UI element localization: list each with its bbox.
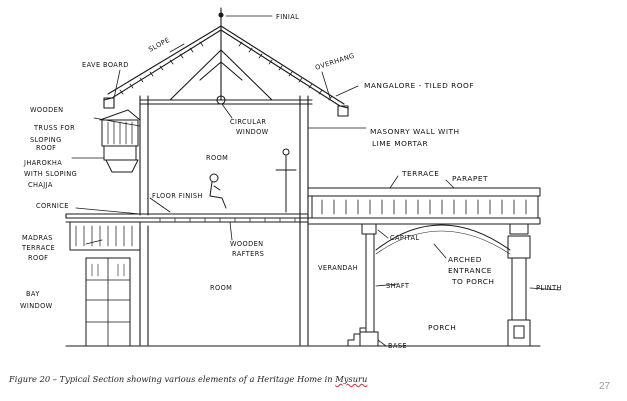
page-number: 27: [599, 381, 611, 392]
label-room-lower: ROOM: [210, 284, 232, 292]
figures-and-fixtures: [209, 148, 297, 213]
label-overhang: OVERHANG: [314, 52, 356, 72]
label-slope: SLOPE: [147, 36, 171, 54]
label-finial: FINIAL: [276, 13, 299, 21]
verandah-columns: [347, 223, 531, 347]
label-bay-window-1: BAY: [26, 290, 40, 298]
label-arched-entrance-3: TO PORCH: [451, 277, 494, 286]
label-wooden-rafters-1: WOODEN: [230, 240, 263, 248]
label-jharokha-3: CHAJJA: [28, 181, 53, 189]
label-wooden-truss-1: WOODEN: [30, 106, 63, 114]
label-parapet: PARAPET: [452, 174, 488, 183]
label-porch: PORCH: [428, 323, 456, 332]
madras-terrace-and-bay-window: [69, 221, 141, 347]
label-wooden-rafters-2: RAFTERS: [232, 250, 264, 258]
label-bay-window-2: WINDOW: [20, 302, 53, 310]
roof-structure: [103, 7, 349, 117]
label-eave-board: EAVE BOARD: [82, 61, 129, 69]
caption-text: Figure 20 – Typical Section showing vari…: [9, 374, 336, 384]
label-madras-terrace-3: ROOF: [28, 254, 48, 262]
label-room-upper: ROOM: [206, 154, 228, 162]
label-arched-entrance-1: ARCHED: [448, 255, 482, 264]
label-wooden-truss-2: TRUSS FOR: [33, 124, 75, 132]
walls: [65, 95, 541, 347]
figure-caption: Figure 20 – Typical Section showing vari…: [9, 374, 367, 384]
label-arched-entrance-2: ENTRANCE: [448, 266, 492, 275]
label-madras-terrace-2: TERRACE: [21, 244, 55, 252]
label-plinth: PLINTH: [536, 284, 562, 292]
label-circular-window-2: WINDOW: [236, 128, 269, 136]
label-base: BASE: [388, 342, 407, 350]
label-jharokha-2: WITH SLOPING: [24, 170, 77, 178]
label-madras-terrace-1: MADRAS: [22, 234, 53, 242]
annotation-labels: FINIAL SLOPE EAVE BOARD OVERHANG MANGALO…: [20, 13, 562, 350]
terrace-parapet: [307, 187, 541, 225]
jharokha: [99, 109, 141, 173]
label-verandah: VERANDAH: [318, 264, 358, 272]
circular-window-icon: [216, 95, 226, 105]
label-wooden-truss-3: SLOPING: [30, 136, 62, 144]
label-mangalore-roof: MANGALORE - TILED ROOF: [364, 81, 474, 90]
label-jharokha-1: JHAROKHA: [23, 159, 62, 167]
label-circular-window-1: CIRCULAR: [230, 118, 266, 126]
label-floor-finish: FLOOR FINISH: [152, 192, 203, 200]
label-capital: CAPITAL: [390, 234, 420, 242]
leader-lines: [71, 15, 561, 347]
label-masonry-wall-1: MASONRY WALL WITH: [370, 127, 460, 136]
label-masonry-wall-2: LIME MORTAR: [372, 139, 428, 148]
label-cornice: CORNICE: [36, 202, 69, 210]
label-terrace: TERRACE: [401, 169, 439, 178]
label-wooden-truss-4: ROOF: [36, 144, 56, 152]
caption-place: Mysuru: [335, 374, 368, 384]
label-shaft: SHAFT: [386, 282, 410, 290]
